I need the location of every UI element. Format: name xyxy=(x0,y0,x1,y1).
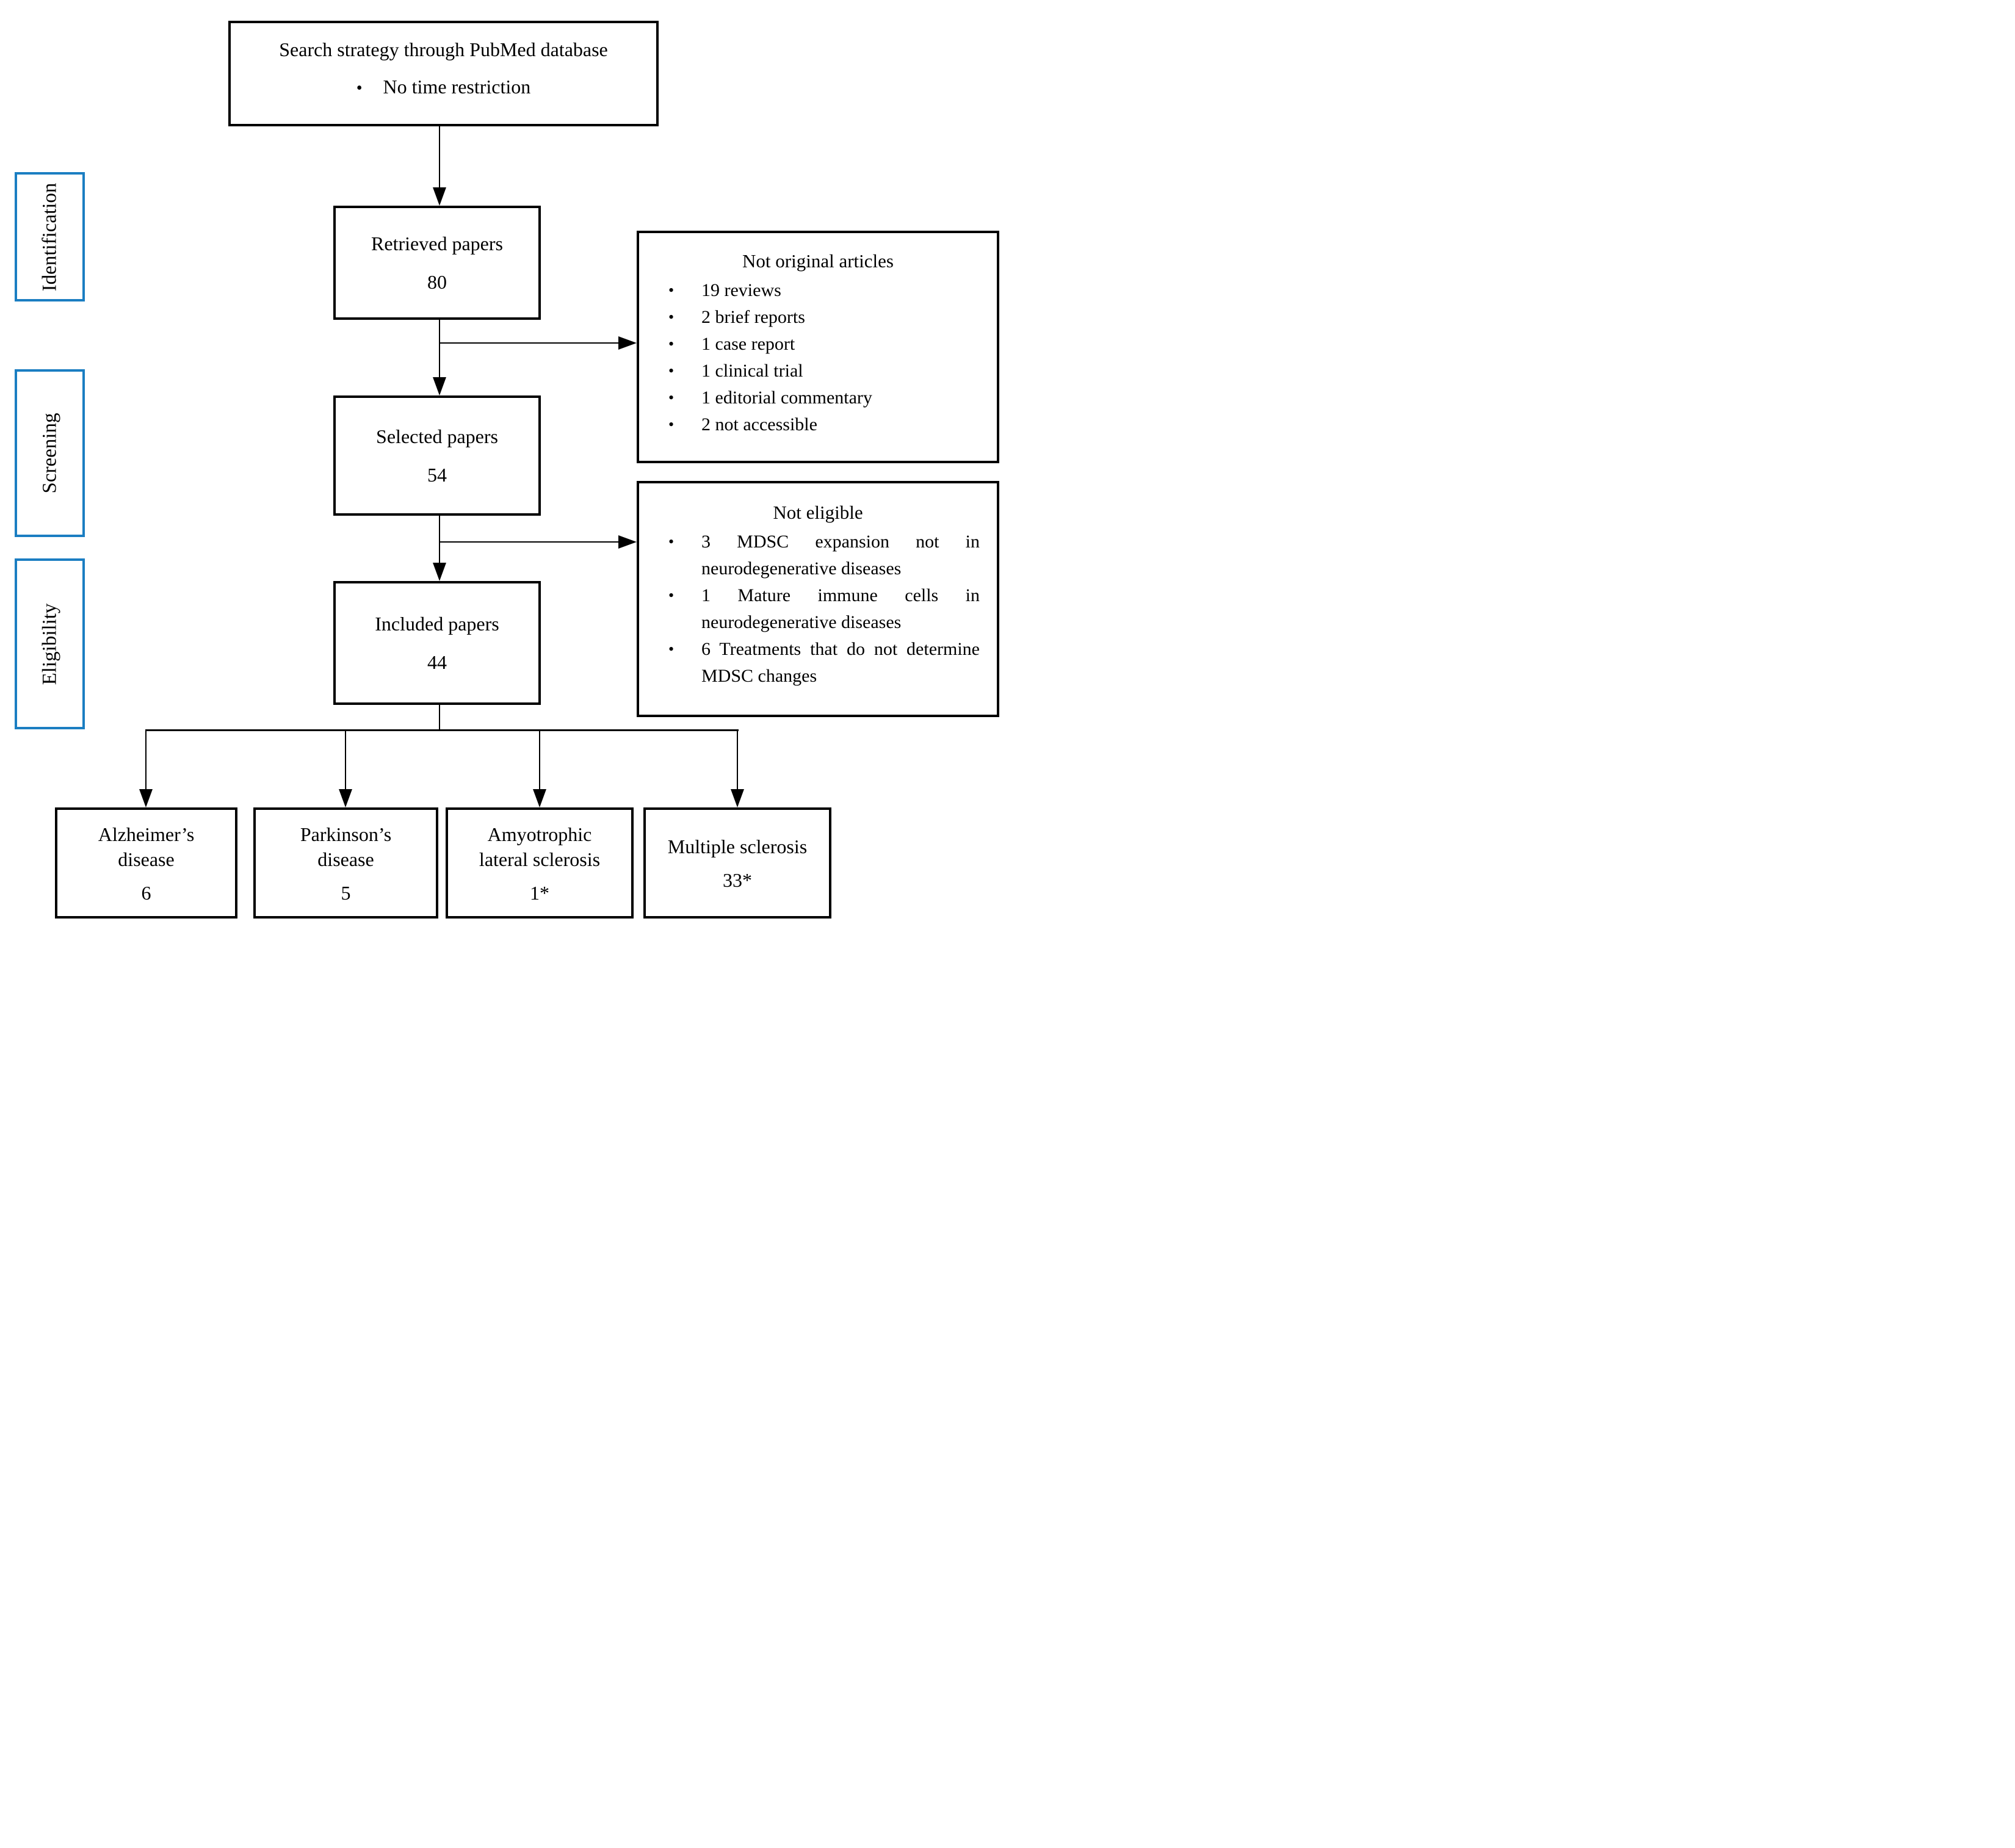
connector-top-to-retrieved xyxy=(439,126,440,189)
included-papers-label: Included papers xyxy=(375,612,499,635)
exclusion-item: • 1 Mature immune cells in neurodegenera… xyxy=(656,582,980,636)
exclusion-item-text: 1 editorial commentary xyxy=(701,388,872,408)
exclusion-item: • 3 MDSC expansion not in neurodegenerat… xyxy=(656,529,980,582)
alzheimers-disease-count: 6 xyxy=(141,881,151,904)
arrowhead-down-icon xyxy=(339,789,352,807)
exclusion-item-text: 2 brief reports xyxy=(701,307,805,327)
alzheimers-disease-box: Alzheimer’s disease 6 xyxy=(55,807,237,919)
selected-papers-box: Selected papers 54 xyxy=(333,395,541,516)
parkinsons-disease-label: Parkinson’s disease xyxy=(300,823,392,870)
exclusion-item: • 1 case report xyxy=(656,331,980,358)
retrieved-papers-label: Retrieved papers xyxy=(371,232,503,254)
connector-drop-multiple-sclerosis xyxy=(737,730,738,789)
connector-drop-amyotrophic xyxy=(539,730,540,789)
multiple-sclerosis-box: Multiple sclerosis 33* xyxy=(643,807,831,919)
exclusion-item: • 2 brief reports xyxy=(656,304,980,331)
stage-eligibility-label: Eligibility xyxy=(38,603,60,685)
stage-eligibility-box: Eligibility xyxy=(15,558,85,729)
stage-screening-box: Screening xyxy=(15,369,85,537)
exclusion-item: • 1 editorial commentary xyxy=(656,384,980,411)
arrowhead-right-icon xyxy=(618,535,637,549)
connector-drop-parkinsons xyxy=(345,730,346,789)
bullet-icon: • xyxy=(668,389,675,406)
amyotrophic-lateral-sclerosis-count: 1* xyxy=(530,881,549,904)
bullet-icon: • xyxy=(668,335,675,353)
included-papers-count: 44 xyxy=(427,651,447,673)
exclusion-item-text: 6 Treatments that do not determine MDSC … xyxy=(701,639,980,686)
arrowhead-down-icon xyxy=(433,563,446,581)
exclusion-item: • 6 Treatments that do not determine MDS… xyxy=(656,636,980,690)
exclusion-item-text: 2 not accessible xyxy=(701,414,817,435)
search-strategy-bullet-text: No time restriction xyxy=(383,76,531,98)
not-original-articles-box: Not original articles • 19 reviews • 2 b… xyxy=(637,231,999,463)
exclusion-item-text: 3 MDSC expansion not in neurodegenerativ… xyxy=(701,532,980,579)
prisma-flow-diagram: Search strategy through PubMed database … xyxy=(0,0,1007,924)
selected-papers-count: 54 xyxy=(427,463,447,486)
search-strategy-bullet-item: • No time restriction xyxy=(231,76,656,98)
arrowhead-right-icon xyxy=(618,336,637,350)
retrieved-papers-box: Retrieved papers 80 xyxy=(333,206,541,320)
exclusion-item-text: 19 reviews xyxy=(701,280,781,300)
multiple-sclerosis-label: Multiple sclerosis xyxy=(667,836,808,857)
amyotrophic-lateral-sclerosis-label: Amyotrophic lateral sclerosis xyxy=(479,823,601,870)
bullet-icon: • xyxy=(668,587,675,604)
bullet-icon: • xyxy=(668,362,675,380)
not-eligible-title: Not eligible xyxy=(773,502,863,523)
arrowhead-down-icon xyxy=(433,187,446,206)
bullet-icon: • xyxy=(668,308,675,326)
arrowhead-down-icon xyxy=(533,789,546,807)
bullet-icon: • xyxy=(356,79,363,98)
bullet-icon: • xyxy=(668,281,675,299)
exclusion-item: • 19 reviews xyxy=(656,277,980,304)
connector-branch-not-eligible xyxy=(440,541,618,543)
connector-included-to-distributor xyxy=(439,705,440,731)
multiple-sclerosis-count: 33* xyxy=(723,869,752,891)
arrowhead-down-icon xyxy=(139,789,153,807)
arrowhead-down-icon xyxy=(731,789,744,807)
stage-identification-box: Identification xyxy=(15,172,85,301)
bullet-icon: • xyxy=(668,533,675,550)
selected-papers-label: Selected papers xyxy=(376,425,498,447)
arrowhead-down-icon xyxy=(433,377,446,395)
retrieved-papers-count: 80 xyxy=(427,270,447,293)
alzheimers-disease-label: Alzheimer’s disease xyxy=(98,823,195,870)
exclusion-item: • 2 not accessible xyxy=(656,411,980,438)
exclusion-item-text: 1 clinical trial xyxy=(701,361,803,381)
not-eligible-box: Not eligible • 3 MDSC expansion not in n… xyxy=(637,481,999,717)
connector-selected-to-included xyxy=(439,516,440,563)
connector-distributor-line xyxy=(145,729,739,731)
connector-drop-alzheimers xyxy=(145,730,147,789)
bullet-icon: • xyxy=(668,416,675,433)
search-strategy-title: Search strategy through PubMed database xyxy=(279,38,608,60)
connector-branch-not-original xyxy=(440,342,618,344)
stage-screening-label: Screening xyxy=(38,413,61,494)
search-strategy-box: Search strategy through PubMed database … xyxy=(228,21,659,126)
stage-identification-label: Identification xyxy=(38,182,61,291)
exclusion-item-text: 1 case report xyxy=(701,334,795,354)
amyotrophic-lateral-sclerosis-box: Amyotrophic lateral sclerosis 1* xyxy=(446,807,634,919)
included-papers-box: Included papers 44 xyxy=(333,581,541,705)
connector-retrieved-to-selected xyxy=(439,320,440,377)
exclusion-item-text: 1 Mature immune cells in neurodegenerati… xyxy=(701,585,980,632)
exclusion-item: • 1 clinical trial xyxy=(656,358,980,384)
parkinsons-disease-count: 5 xyxy=(341,881,351,904)
not-original-articles-title: Not original articles xyxy=(742,250,894,272)
parkinsons-disease-box: Parkinson’s disease 5 xyxy=(253,807,438,919)
bullet-icon: • xyxy=(668,640,675,658)
